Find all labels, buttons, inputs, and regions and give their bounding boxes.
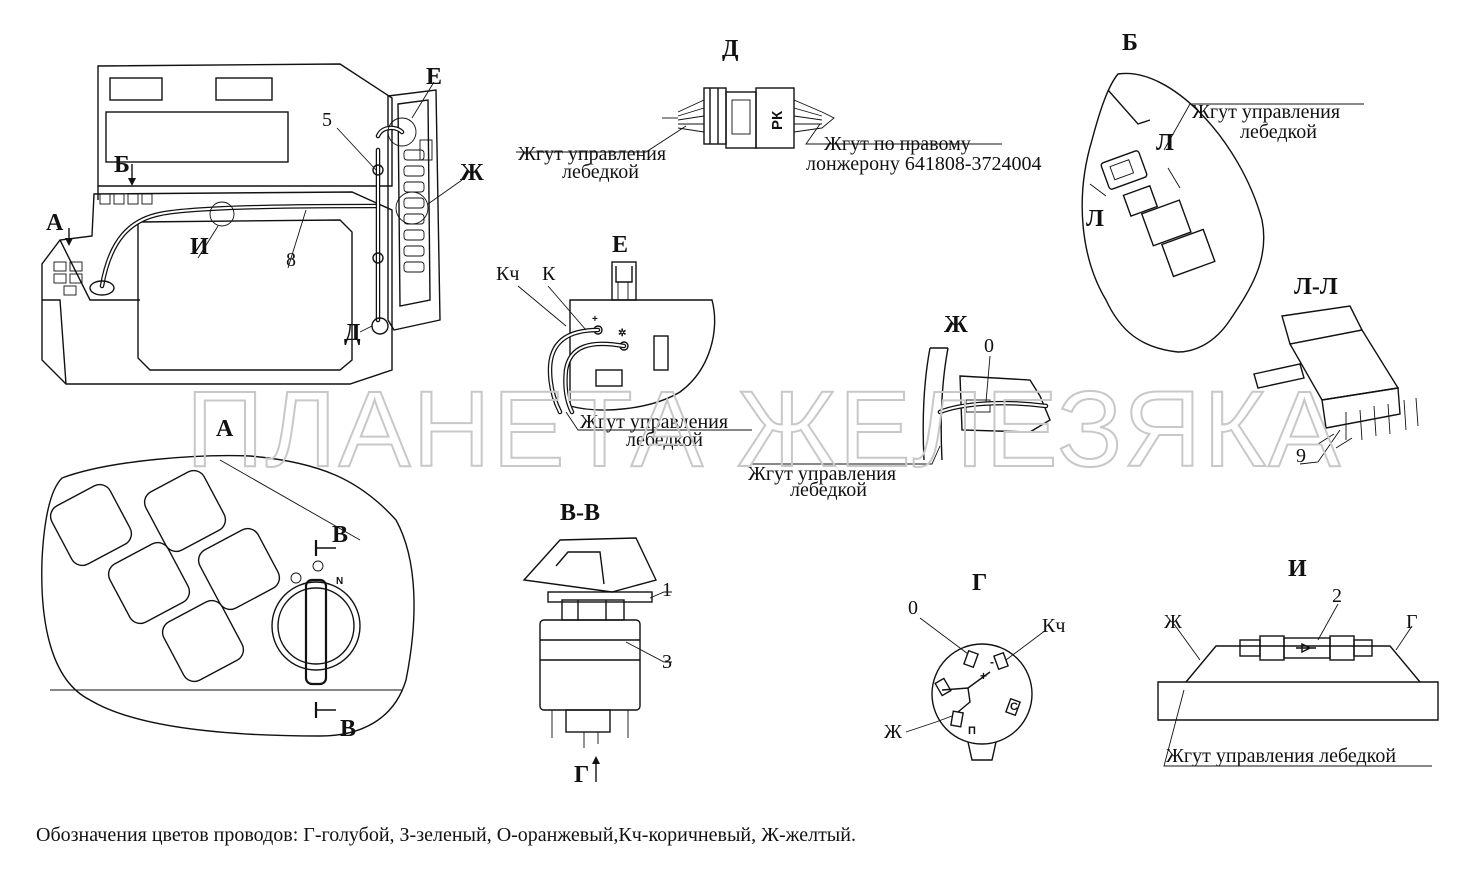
view-vv: В-В 1 3 Г (522, 500, 672, 788)
view-a-buttons (49, 469, 281, 683)
view-zh-line2: лебедкой (790, 479, 867, 501)
term-c: С (1010, 701, 1018, 713)
view-d-right-line1: Жгут по правому (824, 133, 971, 155)
top-vents (99, 193, 153, 205)
label-i: И (190, 234, 209, 260)
view-b: Б Жгут управления лебедкой Л Л (1081, 30, 1364, 353)
view-zh: Ж 0 Жгут управления лебедкой (748, 312, 1051, 501)
callout-8: 8 (286, 249, 296, 271)
view-i-wire-g: Г (1406, 611, 1418, 633)
watermark: ПЛАНЕТА ЖЕЛЕЗЯКА (186, 368, 1342, 489)
label-zh: Ж (460, 160, 484, 186)
switch-mark: N (336, 576, 343, 587)
view-a-section-top: В (332, 522, 348, 548)
label-d: Д (344, 320, 361, 346)
arrow-b-label: Б (114, 152, 130, 178)
view-b-line1: Жгут управления (1192, 101, 1340, 123)
view-a-title: А (216, 416, 234, 442)
callout-2: 2 (1332, 585, 1342, 607)
wire-kch-label: Кч (496, 263, 519, 285)
view-g: Г - + С П 0 Кч Ж (884, 570, 1065, 761)
view-d-right-line2: лонжерону 641808-3724004 (806, 153, 1041, 175)
sun-icon: ✲ (618, 328, 626, 339)
arrow-a-label: А (46, 210, 64, 236)
view-d-left-line2: лебедкой (562, 161, 639, 183)
view-ll-title: Л-Л (1294, 274, 1338, 300)
view-a: А N В В (41, 416, 415, 742)
view-d: Д РК Жгут управления лебедкой Жгут по пр… (516, 36, 1041, 183)
wire-color-legend: Обозначения цветов проводов: Г-голубой, … (36, 824, 856, 846)
view-a-section-bottom: В (340, 716, 356, 742)
view-g-wire-zh: Ж (884, 721, 902, 743)
view-e-line1: Жгут управления (580, 411, 728, 433)
term-plus: + (980, 669, 987, 683)
callout-3: 3 (662, 651, 672, 673)
view-b-section-top: Л (1156, 130, 1174, 156)
view-g-wire-o: 0 (908, 597, 918, 619)
label-e: Е (426, 64, 442, 90)
term-p: П (968, 725, 976, 737)
term-minus: - (990, 655, 994, 669)
view-ll: Л-Л 9 (1253, 274, 1419, 467)
view-vv-title: В-В (560, 500, 600, 526)
view-i-wire-zh: Ж (1164, 611, 1182, 633)
connector-mark: РК (769, 110, 786, 130)
callout-9: 9 (1296, 445, 1306, 467)
left-switch-cluster (53, 261, 83, 296)
view-i: И 2 Ж Г Жгут управления лебедкой (1157, 556, 1439, 767)
view-zh-wire-o: 0 (984, 335, 994, 357)
view-b-section-bottom: Л (1086, 206, 1104, 232)
main-cab-view: А Б Е Ж И Д 5 8 (41, 63, 484, 385)
view-i-line: Жгут управления лебедкой (1166, 745, 1396, 767)
view-zh-line1: Жгут управления (748, 463, 896, 485)
callout-1: 1 (662, 579, 672, 601)
view-e-line2: лебедкой (626, 429, 703, 451)
arrow-g-label: Г (574, 762, 589, 788)
view-i-title: И (1288, 556, 1307, 582)
view-d-left-line1: Жгут управления (518, 143, 666, 165)
view-e: Е + ✲ Кч К Жгут управления лебедкой (496, 232, 752, 451)
view-b-title: Б (1122, 30, 1138, 56)
view-e-title: Е (612, 232, 628, 258)
callout-5: 5 (322, 109, 332, 131)
view-g-title: Г (972, 570, 987, 596)
plus-mark: + (592, 314, 598, 325)
wire-k-label: К (542, 263, 556, 285)
panel-slots (403, 149, 425, 273)
view-g-wire-kch: Кч (1042, 615, 1065, 637)
view-b-line2: лебедкой (1240, 121, 1317, 143)
view-zh-title: Ж (944, 312, 968, 338)
view-d-title: Д (722, 36, 739, 62)
